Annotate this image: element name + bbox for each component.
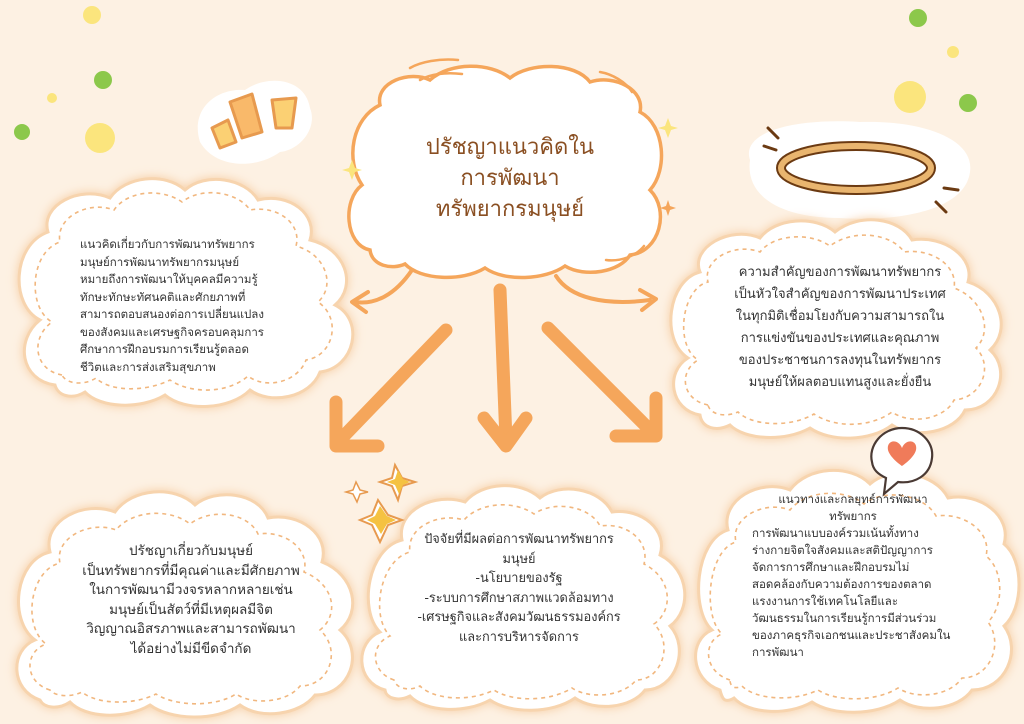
box-bottom-middle-text: ปัจจัยที่มีผลต่อการพัฒนาทรัพยากร มนุษย์ … <box>417 532 621 645</box>
central-title: ปรัชญาแนวคิดใน การพัฒนา ทรัพยากรมนุษย์ <box>425 135 595 222</box>
arrows <box>329 268 663 453</box>
cloud-top-right <box>669 218 1003 440</box>
box-bottom-right-text: การพัฒนาแบบองค์รวมเน้นทั้งทาง ร่างกายจิต… <box>752 526 951 659</box>
twinkle-stars-icon <box>342 118 678 545</box>
dot-green <box>959 94 977 112</box>
arrow-to-bottom-right <box>541 321 663 443</box>
arrow-to-bottom-left <box>329 323 453 453</box>
heart-speech-bubble-icon <box>870 426 934 497</box>
dot-green <box>14 124 30 140</box>
arrow-to-bottom-middle <box>477 283 533 453</box>
box-bottom-right-title: แนวทางและกลยุทธ์การพัฒนา ทรัพยากร <box>778 492 928 523</box>
arrow-to-top-right <box>554 274 658 312</box>
dot-yellow <box>85 123 115 153</box>
box-top-right-text: ความสำคัญของการพัฒนาทรัพยากร เป็นหัวใจสำ… <box>734 265 946 390</box>
halo-ring-icon <box>748 121 971 219</box>
cloud-bottom-middle <box>360 484 687 712</box>
cloud-bottom-right <box>694 468 1021 714</box>
dot-yellow <box>47 93 57 103</box>
cloud-top-left <box>17 177 355 408</box>
dot-green <box>94 71 112 89</box>
dot-yellow <box>894 81 926 113</box>
arrow-to-top-left <box>350 268 414 314</box>
box-top-left-text: แนวคิดเกี่ยวกับการพัฒนาทรัพยากร มนุษย์กา… <box>80 237 264 374</box>
sparkle-rays-icon <box>197 80 312 164</box>
central-cloud <box>347 58 664 280</box>
box-bottom-left-text: ปรัชญาเกี่ยวกับมนุษย์ เป็นทรัพยากรที่มีค… <box>82 543 300 657</box>
decorative-dots <box>14 6 977 153</box>
cloud-bottom-left <box>15 490 355 719</box>
dot-green <box>909 9 927 27</box>
dot-yellow <box>83 6 101 24</box>
dot-yellow <box>947 46 959 58</box>
